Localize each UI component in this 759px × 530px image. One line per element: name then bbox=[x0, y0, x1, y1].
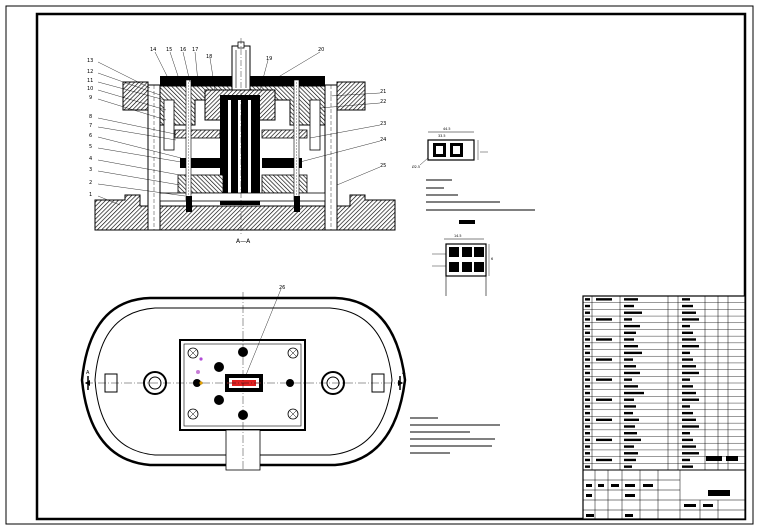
section-mark-right: A bbox=[402, 370, 406, 376]
callout-19: 19 bbox=[266, 56, 272, 62]
part-notes bbox=[426, 179, 535, 211]
callout-1: 1 bbox=[89, 192, 92, 198]
part-dim-side-width: 14.5 bbox=[454, 234, 462, 238]
callout-23: 23 bbox=[380, 121, 386, 127]
callout-20: 20 bbox=[318, 47, 324, 53]
part-dim-inner: 33.5 bbox=[438, 134, 446, 138]
sheet-inner-border bbox=[35, 12, 747, 521]
callout-11: 11 bbox=[87, 78, 93, 84]
callout-25: 25 bbox=[380, 163, 386, 169]
callout-17: 17 bbox=[192, 47, 198, 53]
part-label-bar bbox=[459, 220, 475, 224]
callout-5: 5 bbox=[89, 144, 92, 150]
section-view bbox=[94, 38, 396, 236]
parts-list-table bbox=[582, 295, 746, 520]
section-view-title: A—A bbox=[236, 238, 251, 245]
part-dim-dia: Ø2.5 bbox=[412, 164, 420, 169]
plan-view bbox=[80, 288, 407, 471]
section-callout-labels: 13 12 11 10 9 8 7 6 5 4 3 2 1 14 15 16 1… bbox=[87, 47, 386, 245]
callout-3: 3 bbox=[89, 167, 92, 173]
callout-10: 10 bbox=[87, 86, 93, 92]
callout-2: 2 bbox=[89, 180, 92, 186]
part-sketch-side bbox=[432, 238, 490, 296]
callout-18: 18 bbox=[206, 54, 212, 60]
callout-24: 24 bbox=[380, 137, 386, 143]
callout-21: 21 bbox=[380, 89, 386, 95]
part-sketch-top bbox=[419, 131, 488, 166]
section-callouts bbox=[97, 51, 381, 206]
part-dim-side-height: 6 bbox=[491, 257, 493, 261]
callout-12: 12 bbox=[87, 69, 93, 75]
callout-16: 16 bbox=[180, 47, 186, 53]
callout-26: 26 bbox=[279, 285, 285, 291]
callout-15: 15 bbox=[166, 47, 172, 53]
callout-4: 4 bbox=[89, 156, 92, 162]
callout-9: 9 bbox=[89, 95, 92, 101]
technical-notes bbox=[410, 417, 500, 454]
callout-8: 8 bbox=[89, 114, 92, 120]
callout-14: 14 bbox=[150, 47, 156, 53]
callout-22: 22 bbox=[380, 99, 386, 105]
callout-6: 6 bbox=[89, 133, 92, 139]
callout-13: 13 bbox=[87, 58, 93, 64]
part-dim-width: 44.5 bbox=[443, 127, 451, 131]
callout-7: 7 bbox=[89, 123, 92, 129]
section-mark-left: A bbox=[86, 370, 90, 376]
